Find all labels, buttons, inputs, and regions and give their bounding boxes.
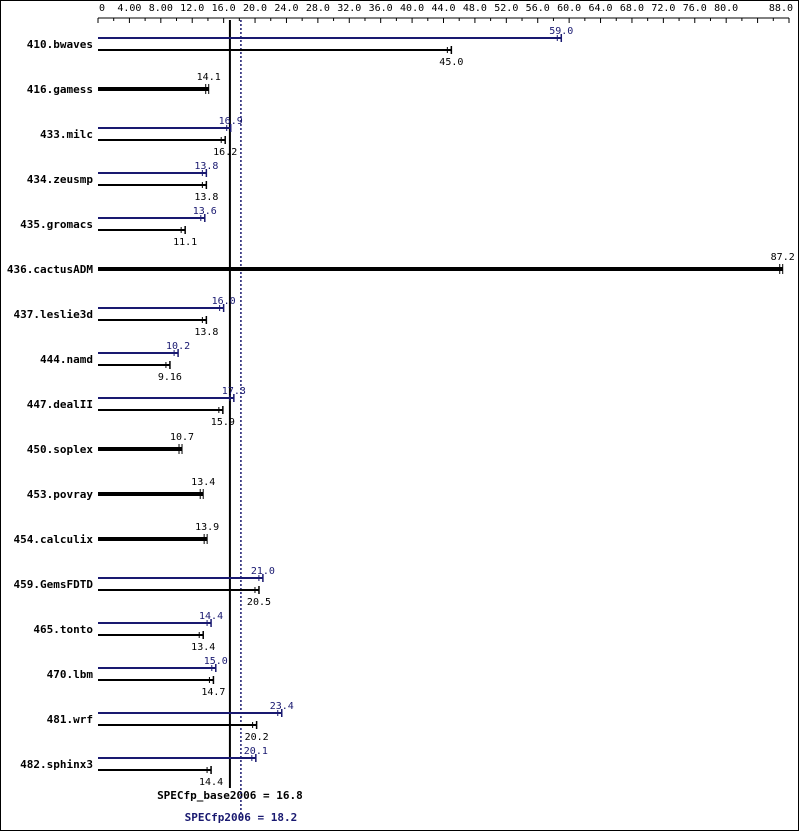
base-value-label: 11.1	[173, 237, 197, 248]
peak-value-label: 59.0	[549, 26, 573, 37]
benchmark-label: 433.milc	[40, 128, 93, 141]
benchmark-label: 444.namd	[40, 353, 93, 366]
x-tick-label: 4.00	[117, 3, 141, 14]
benchmark-label: 410.bwaves	[27, 38, 93, 51]
benchmark-label: 454.calculix	[14, 533, 94, 546]
peak-value-label: 13.6	[193, 206, 217, 217]
base-value-label: 20.2	[245, 732, 269, 743]
base-value-label: 13.8	[194, 192, 218, 203]
bars: 59.0 45.0 14.1 16.9 16.2 13.8 13.8 13.6 11.1 87.2…	[98, 26, 795, 788]
peak-value-label: 21.0	[251, 566, 275, 577]
x-tick-label: 88.0	[769, 3, 793, 14]
benchmark-label: 453.povray	[27, 488, 94, 501]
x-axis: 0 4.00 8.00 12.0 16.0 20.0 24.0 28.0 32.0 36.0 40.…	[97, 3, 793, 23]
base-value-label: 20.5	[247, 597, 271, 608]
base-value-label: 45.0	[439, 57, 463, 68]
x-tick-label: 80.0	[714, 3, 738, 14]
x-tick-label: 32.0	[337, 3, 361, 14]
benchmark-labels: 410.bwaves 416.gamess 433.milc 434.zeusmp 43…	[7, 38, 93, 771]
peak-value-label: 17.3	[222, 386, 246, 397]
benchmark-label: 416.gamess	[27, 83, 93, 96]
benchmark-label: 481.wrf	[47, 713, 93, 726]
x-tick-label: 72.0	[651, 3, 675, 14]
base-value-label: 13.4	[191, 642, 215, 653]
base-value-label: 13.9	[195, 522, 219, 533]
benchmark-label: 447.dealII	[27, 398, 93, 411]
base-value-label: 9.16	[158, 372, 182, 383]
benchmark-label: 465.tonto	[33, 623, 93, 636]
x-tick-label: 76.0	[683, 3, 707, 14]
x-tick-label: 68.0	[620, 3, 644, 14]
benchmark-label: 436.cactusADM	[7, 263, 93, 276]
base-value-label: 14.4	[199, 777, 223, 788]
base-mean-label: SPECfp_base2006 = 16.8	[157, 789, 303, 802]
x-tick-label: 24.0	[274, 3, 298, 14]
peak-value-label: 15.0	[204, 656, 228, 667]
base-value-label: 87.2	[771, 252, 795, 263]
peak-value-label: 13.8	[194, 161, 218, 172]
base-value-label: 14.1	[197, 72, 221, 83]
base-value-label: 13.8	[194, 327, 218, 338]
base-value-label: 13.4	[191, 477, 215, 488]
x-tick-label: 12.0	[180, 3, 204, 14]
peak-value-label: 14.4	[199, 611, 223, 622]
peak-value-label: 10.2	[166, 341, 190, 352]
x-tick-label: 0	[99, 3, 105, 14]
x-tick-label: 20.0	[243, 3, 267, 14]
x-tick-label: 40.0	[400, 3, 424, 14]
base-value-label: 16.2	[213, 147, 237, 158]
benchmark-label: 450.soplex	[27, 443, 94, 456]
x-tick-label: 52.0	[494, 3, 518, 14]
base-value-label: 10.7	[170, 432, 194, 443]
benchmark-label: 434.zeusmp	[27, 173, 94, 186]
x-tick-label: 44.0	[431, 3, 455, 14]
x-tick-label: 48.0	[463, 3, 487, 14]
benchmark-label: 435.gromacs	[20, 218, 93, 231]
x-tick-label: 56.0	[526, 3, 550, 14]
peak-value-label: 20.1	[244, 746, 268, 757]
peak-value-label: 16.9	[219, 116, 243, 127]
benchmark-label: 437.leslie3d	[14, 308, 93, 321]
benchmark-label: 470.lbm	[47, 668, 94, 681]
base-value-label: 15.9	[211, 417, 235, 428]
x-tick-label: 64.0	[588, 3, 612, 14]
base-value-label: 14.7	[201, 687, 225, 698]
x-tick-label: 28.0	[306, 3, 330, 14]
peak-value-label: 23.4	[270, 701, 294, 712]
x-tick-label: 60.0	[557, 3, 581, 14]
x-tick-label: 36.0	[369, 3, 393, 14]
benchmark-label: 482.sphinx3	[20, 758, 93, 771]
x-tick-label: 8.00	[149, 3, 173, 14]
peak-value-label: 16.0	[212, 296, 236, 307]
benchmark-label: 459.GemsFDTD	[14, 578, 94, 591]
peak-mean-label: SPECfp2006 = 18.2	[185, 811, 298, 824]
x-tick-label: 16.0	[212, 3, 236, 14]
